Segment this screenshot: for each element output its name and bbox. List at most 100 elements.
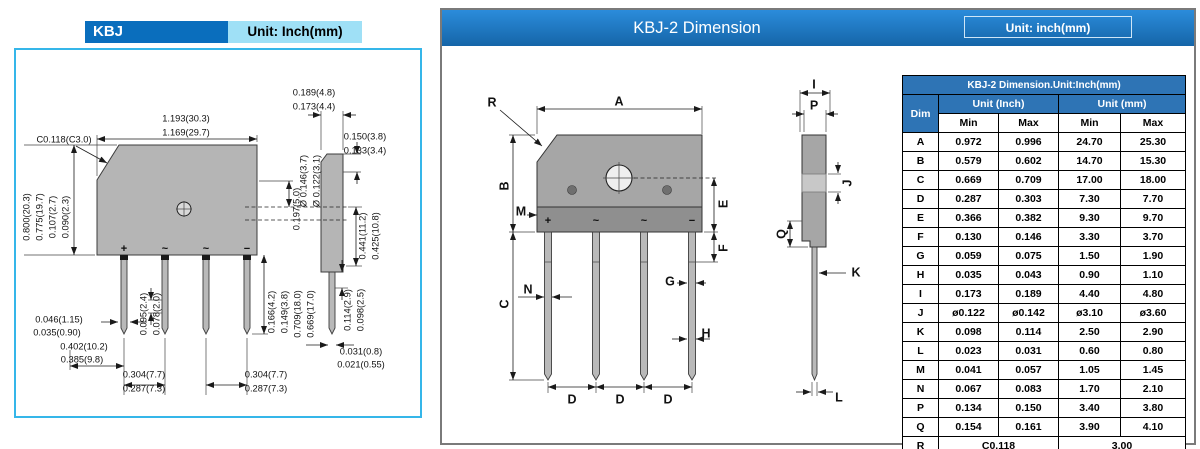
table-row: C 0.669 0.709 17.00 18.00: [902, 170, 1187, 190]
dim-label: 0.402(10.2): [60, 341, 108, 351]
cell-mm-max: 7.70: [1119, 189, 1187, 209]
dim-label: 0.166(4.2): [266, 291, 276, 333]
dim-label: 0.441(11.2): [357, 213, 367, 260]
pin-ac1: ~: [162, 243, 169, 255]
pin-ac1: ~: [593, 215, 600, 227]
package-body-side-view: [96, 144, 348, 336]
dim-letter-Q: Q: [774, 229, 788, 239]
page-title: KBJ-2 Dimension: [633, 19, 761, 37]
cell-mm-min: 1.05: [1058, 360, 1121, 380]
right-drawing: + ~ ~ −: [487, 77, 860, 406]
dim-letter-H: H: [701, 326, 710, 340]
table-row: A 0.972 0.996 24.70 25.30: [902, 132, 1187, 152]
cell-inch-max: 0.031: [998, 341, 1059, 361]
dimension-letters: A R B M C N E F G H D D D I P J Q K L: [487, 77, 860, 406]
cell-inch-min: 0.098: [938, 322, 999, 342]
left-drawing-panel: + ~ ~ −: [14, 48, 422, 418]
cell-inch-max: 0.996: [998, 132, 1059, 152]
cell-mm-max: 2.90: [1119, 322, 1187, 342]
cell-dim: I: [902, 284, 939, 304]
dim-label: 0.035(0.90): [33, 327, 81, 337]
cell-inch-min: 0.287: [938, 189, 999, 209]
cell-dim: L: [902, 341, 939, 361]
cell-mm-max: 2.10: [1119, 379, 1187, 399]
dim-label: 1.169(29.7): [162, 127, 210, 137]
dimension-labels: 0.189(4.8) 0.173(4.4) 1.193(30.3) 1.169(…: [21, 87, 386, 393]
series-title: KBJ: [85, 21, 228, 43]
dim-letter-F: F: [716, 244, 730, 252]
cell-dim: N: [902, 379, 939, 399]
cell-mm-min: 24.70: [1058, 132, 1121, 152]
dim-letter-R: R: [487, 95, 496, 109]
cell-mm-min: 3.90: [1058, 417, 1121, 437]
dim-letter-P: P: [810, 98, 818, 112]
cell-dim: B: [902, 151, 939, 171]
cell-mm-min: 0.90: [1058, 265, 1121, 285]
cell-inch-min: 0.154: [938, 417, 999, 437]
package-side-view: [801, 134, 827, 382]
package-front-view: [536, 134, 703, 381]
cell-mm-min: 2.50: [1058, 322, 1121, 342]
cell-mm-max: 18.00: [1119, 170, 1187, 190]
dim-label: 0.046(1.15): [35, 314, 83, 324]
dim-letter-D: D: [663, 392, 672, 406]
table-row: F 0.130 0.146 3.30 3.70: [902, 227, 1187, 247]
dim-label: 0.669(17.0): [305, 290, 315, 338]
cell-inch-min: 0.972: [938, 132, 999, 152]
cell-mm-max: 25.30: [1119, 132, 1187, 152]
dim-label: 0.189(4.8): [293, 87, 335, 97]
cell-inch-min: 0.023: [938, 341, 999, 361]
dim-letter-B: B: [497, 181, 511, 190]
cell-inch-max: 0.043: [998, 265, 1059, 285]
dim-label: 0.304(7.7): [123, 369, 165, 379]
dimension-lines: [70, 112, 360, 388]
cell-mm-max: 1.90: [1119, 246, 1187, 266]
dim-label: 0.304(7.7): [245, 369, 287, 379]
cell-mm-max: 0.80: [1119, 341, 1187, 361]
cell-inch-min: 0.366: [938, 208, 999, 228]
cell-inch-max: 0.161: [998, 417, 1059, 437]
cell-mm-max: 9.70: [1119, 208, 1187, 228]
cell-mm-min: 14.70: [1058, 151, 1121, 171]
dim-letter-I: I: [812, 77, 815, 91]
cell-inch-max: 0.114: [998, 322, 1059, 342]
cell-inch-min: 0.035: [938, 265, 999, 285]
dim-label: Ø 0.122(3.1): [311, 155, 321, 207]
col-header-mm-max: Max: [1119, 113, 1187, 133]
cell-mm-max: 1.45: [1119, 360, 1187, 380]
dim-letter-E: E: [716, 200, 730, 208]
col-header-mm: Unit (mm): [1057, 94, 1187, 114]
cell-inch-min: 0.041: [938, 360, 999, 380]
dim-label: 0.385(9.8): [61, 354, 103, 364]
cell-inch-max: 0.382: [998, 208, 1059, 228]
cell-inch-min: 0.059: [938, 246, 999, 266]
dim-label: 0.287(7.3): [123, 383, 165, 393]
table-row: G 0.059 0.075 1.50 1.90: [902, 246, 1187, 266]
cell-mm-min: 4.40: [1058, 284, 1121, 304]
left-drawing: + ~ ~ −: [21, 87, 386, 395]
cell-inch-min: 0.130: [938, 227, 999, 247]
cell-dim: A: [902, 132, 939, 152]
cell-mm-r: 3.00: [1057, 436, 1187, 449]
right-header-bar: KBJ-2 Dimension Unit: inch(mm): [442, 10, 1194, 46]
dim-letter-A: A: [614, 94, 623, 108]
cell-mm-min: 7.30: [1058, 189, 1121, 209]
cell-inch-max: ø0.142: [998, 303, 1059, 323]
cell-inch-r: C0.118: [938, 436, 1059, 449]
col-header-inch-max: Max: [998, 113, 1059, 133]
dim-label: 0.150(3.8): [344, 131, 386, 141]
cell-inch-max: 0.057: [998, 360, 1059, 380]
cell-mm-min: 3.40: [1058, 398, 1121, 418]
cell-mm-min: 9.30: [1058, 208, 1121, 228]
dim-label: 0.098(2.5): [355, 289, 365, 331]
cell-dim: K: [902, 322, 939, 342]
table-row-r: R C0.118 3.00: [902, 436, 1187, 449]
dim-label: 0.107(2.7): [47, 196, 57, 238]
dim-letter-C: C: [497, 299, 511, 308]
table-row: E 0.366 0.382 9.30 9.70: [902, 208, 1187, 228]
dim-label: 0.021(0.55): [337, 359, 385, 369]
dim-label: 0.133(3.4): [344, 145, 386, 155]
dim-letter-J: J: [840, 179, 854, 186]
col-header-mm-min: Min: [1058, 113, 1121, 133]
col-header-dim: Dim: [902, 94, 939, 133]
